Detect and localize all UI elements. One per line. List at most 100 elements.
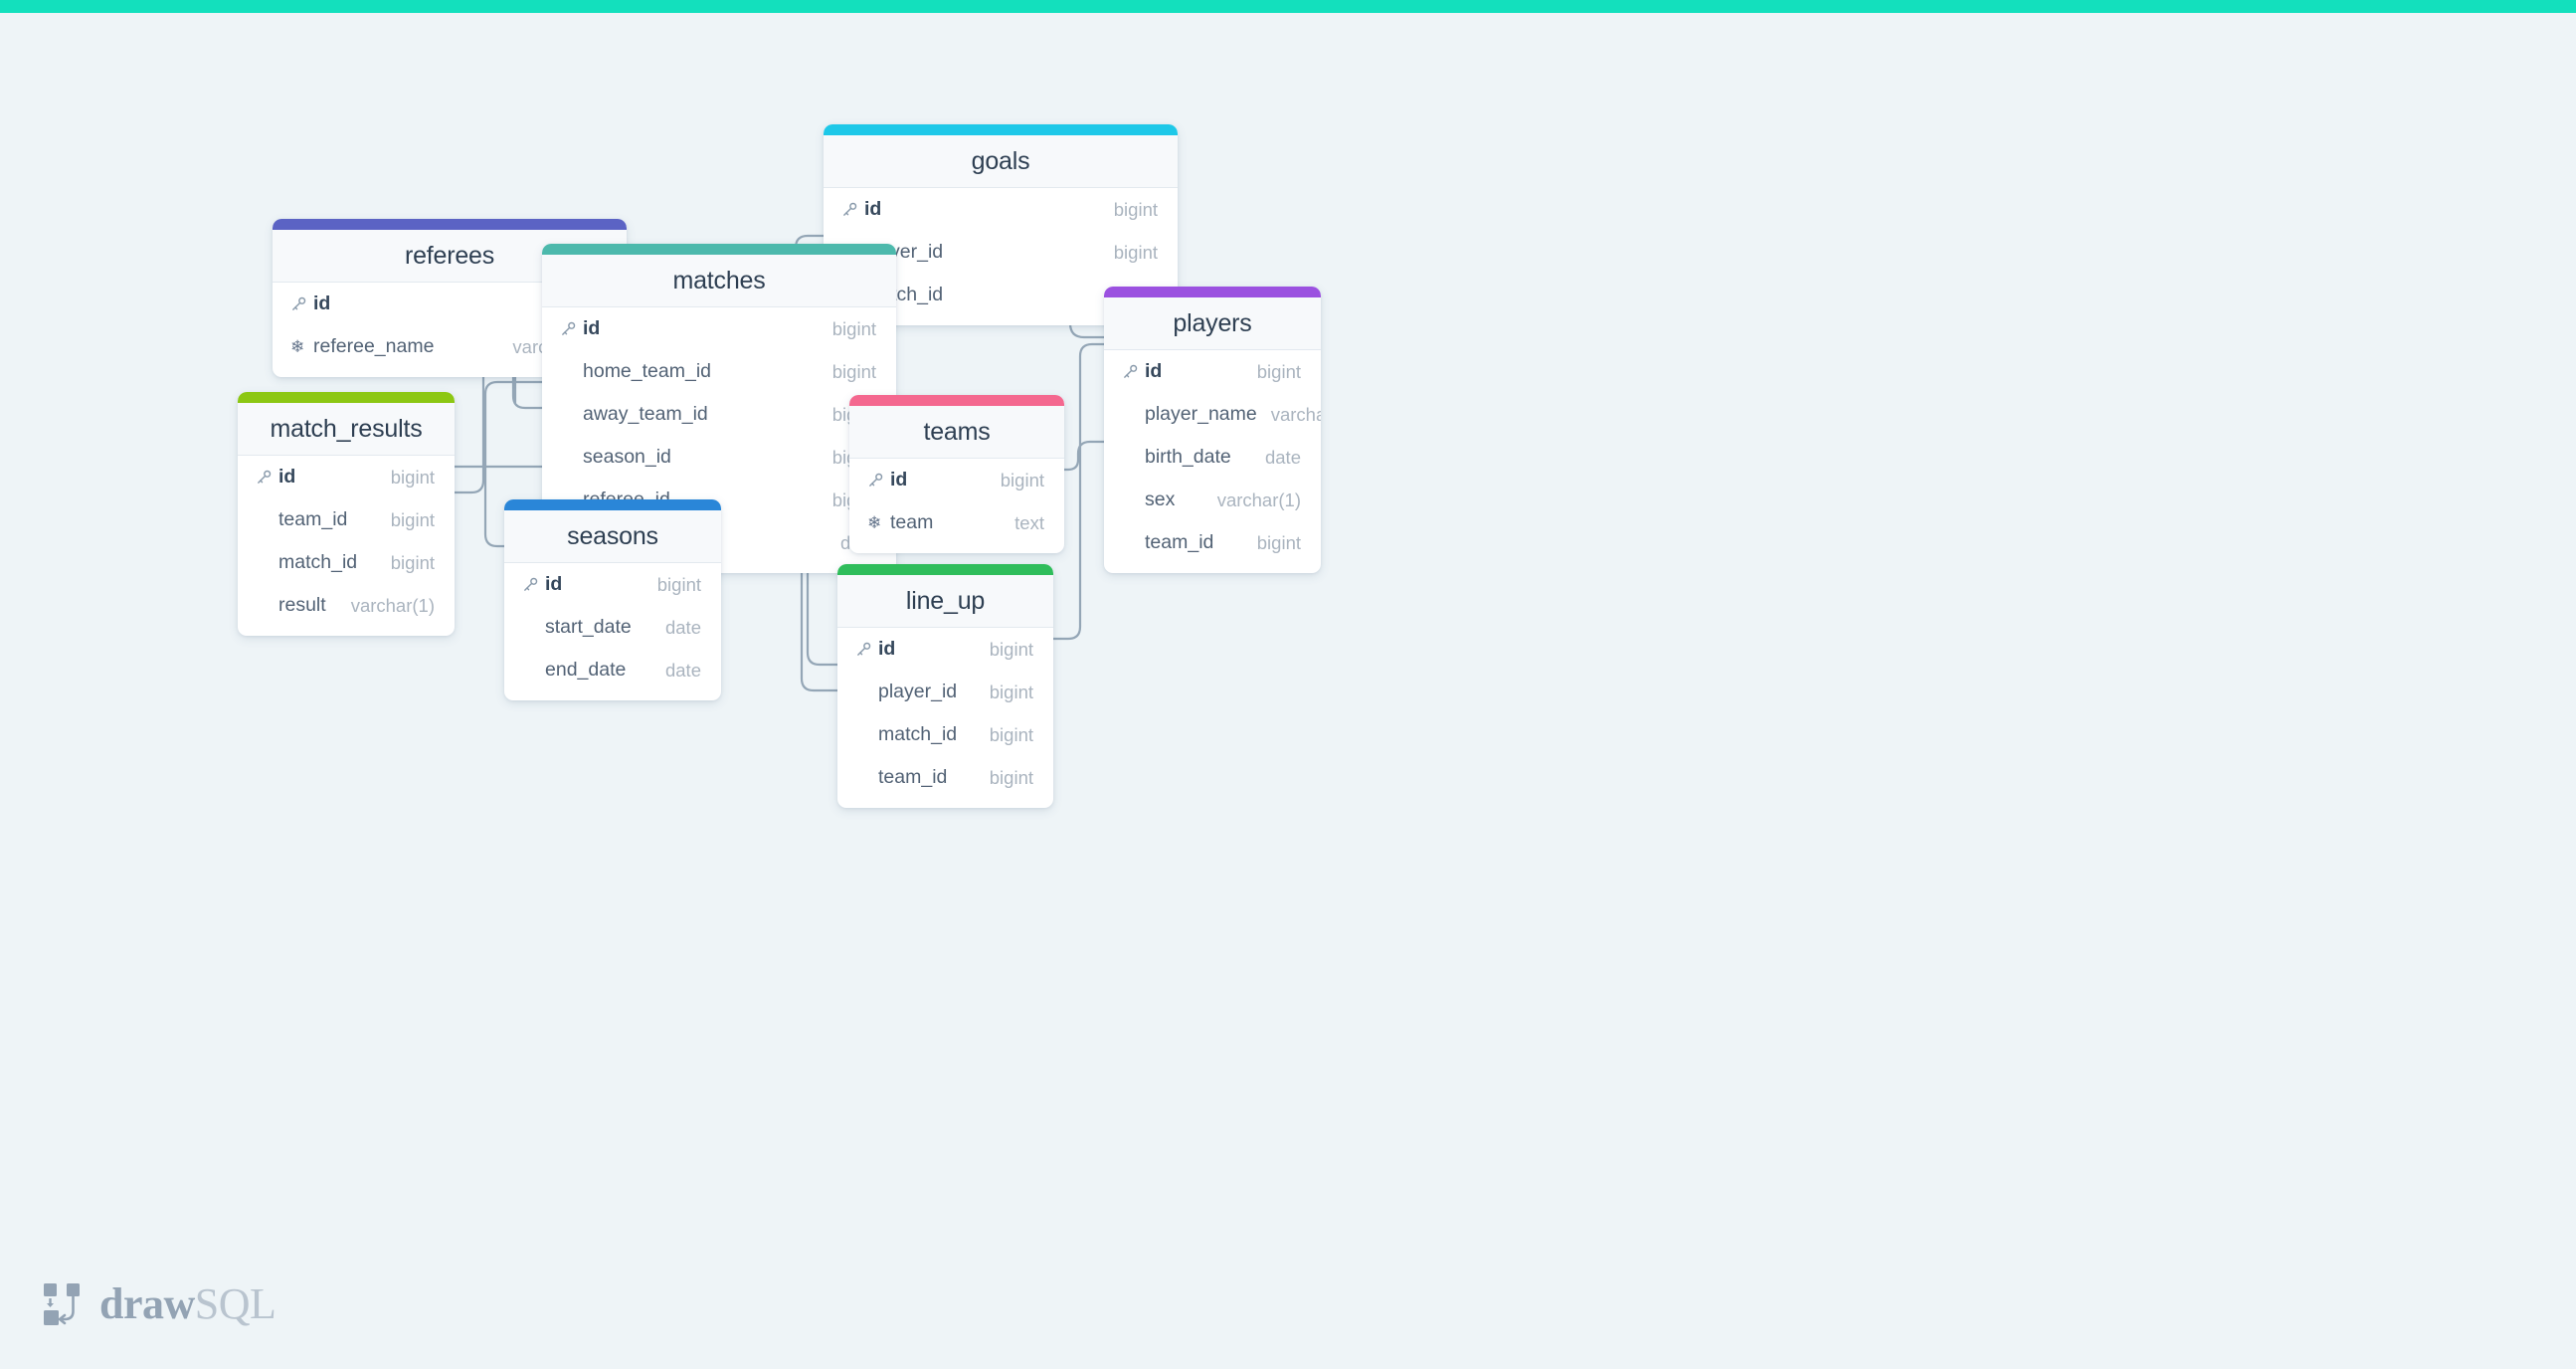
column-type: bigint: [989, 766, 1033, 788]
column-name: sex: [1145, 489, 1176, 510]
column-row[interactable]: match_id bigint: [837, 713, 1053, 756]
column-row[interactable]: player_name varchar(30): [1104, 393, 1321, 436]
column-row[interactable]: team_id bigint: [238, 498, 455, 541]
logo-wordmark: drawSQL: [99, 1282, 276, 1326]
column-type: bigint: [1256, 360, 1301, 382]
column-type: text: [1014, 511, 1044, 533]
table-card-line-up[interactable]: line_up id bigint player_id bigint match…: [837, 564, 1053, 808]
column-row[interactable]: result varchar(1): [238, 584, 455, 627]
column-type: bigint: [1113, 198, 1158, 220]
column-name: team_id: [1145, 531, 1214, 553]
erd-canvas[interactable]: goals id bigint player_id bigint match_i…: [0, 13, 2576, 1369]
column-name: season_id: [583, 446, 671, 468]
table-title-area: seasons: [504, 510, 721, 563]
column-name: player_id: [878, 681, 958, 702]
column-row[interactable]: match_id bigint: [238, 541, 455, 584]
table-title: match_results: [270, 414, 423, 443]
column-name: id: [313, 293, 331, 314]
column-type: varchar(30): [1270, 403, 1321, 425]
table-title: seasons: [567, 521, 658, 550]
column-row[interactable]: team_id bigint: [1104, 521, 1321, 564]
column-name: birth_date: [1145, 446, 1231, 468]
column-row[interactable]: id bigint: [837, 628, 1053, 671]
key-icon: [290, 295, 313, 312]
column-name: player_name: [1145, 403, 1257, 425]
column-row[interactable]: player_id bigint: [837, 671, 1053, 713]
column-name: referee_name: [313, 335, 435, 357]
column-row[interactable]: id bigint: [849, 459, 1064, 501]
table-band: [837, 564, 1053, 575]
column-name: player_id: [864, 241, 944, 263]
column-name: result: [278, 594, 326, 616]
column-type: bigint: [1000, 469, 1044, 490]
table-card-players[interactable]: players id bigint player_name varchar(30…: [1104, 287, 1321, 573]
column-name: team: [890, 511, 934, 533]
column-row[interactable]: season_id bigint: [542, 436, 896, 479]
table-title: line_up: [905, 586, 986, 615]
column-row[interactable]: home_team_id bigint: [542, 350, 896, 393]
table-title-area: line_up: [837, 575, 1053, 628]
top-accent-bar: [0, 0, 2576, 13]
column-name: match_id: [278, 551, 358, 573]
table-band: [238, 392, 455, 403]
table-title: referees: [404, 241, 495, 270]
column-row[interactable]: sex varchar(1): [1104, 479, 1321, 521]
column-type: varchar(1): [350, 594, 435, 616]
table-title-area: matches: [542, 255, 896, 307]
column-type: date: [664, 659, 701, 681]
table-card-seasons[interactable]: seasons id bigint start_date date end_da…: [504, 499, 721, 700]
column-name: id: [278, 466, 296, 488]
column-name: start_date: [545, 616, 632, 638]
relationship-edges: [452, 208, 1106, 692]
column-name: id: [583, 317, 601, 339]
table-band: [1104, 287, 1321, 297]
table-band: [849, 395, 1064, 406]
card-padding: [837, 799, 1053, 808]
column-type: bigint: [989, 723, 1033, 745]
column-name: id: [1145, 360, 1163, 382]
table-band: [542, 244, 896, 255]
table-title-area: goals: [824, 135, 1178, 188]
column-row[interactable]: ❄ team text: [849, 501, 1064, 544]
column-type: date: [1264, 446, 1301, 468]
column-name: home_team_id: [583, 360, 711, 382]
column-row[interactable]: id bigint: [504, 563, 721, 606]
table-card-teams[interactable]: teams id bigint ❄ team text: [849, 395, 1064, 553]
column-row[interactable]: id bigint: [1104, 350, 1321, 393]
drawsql-logo[interactable]: drawSQL: [40, 1281, 276, 1327]
column-row[interactable]: birth_date date: [1104, 436, 1321, 479]
key-icon: [522, 576, 545, 593]
table-title: teams: [923, 417, 991, 446]
column-type: bigint: [989, 681, 1033, 702]
column-name: match_id: [864, 284, 944, 305]
table-title: matches: [672, 266, 766, 294]
snowflake-icon: ❄: [867, 513, 882, 532]
edge-players-team_id-teams-id: [1062, 440, 1106, 472]
column-type: varchar(1): [1216, 489, 1301, 510]
card-padding: [504, 691, 721, 700]
column-type: bigint: [390, 466, 435, 488]
column-row[interactable]: end_date date: [504, 649, 721, 691]
key-icon: [841, 201, 864, 218]
column-name: id: [545, 573, 563, 595]
card-padding: [849, 544, 1064, 553]
column-row[interactable]: id bigint: [824, 188, 1178, 231]
column-name: match_id: [878, 723, 958, 745]
column-row[interactable]: id bigint: [238, 456, 455, 498]
column-type: date: [664, 616, 701, 638]
column-row[interactable]: start_date date: [504, 606, 721, 649]
table-card-match-results[interactable]: match_results id bigint team_id bigint m…: [238, 392, 455, 636]
column-row[interactable]: team_id bigint: [837, 756, 1053, 799]
column-name: team_id: [278, 508, 348, 530]
column-type: bigint: [831, 317, 876, 339]
table-title-area: match_results: [238, 403, 455, 456]
key-icon: [256, 469, 278, 486]
column-type: bigint: [831, 360, 876, 382]
column-row[interactable]: id bigint: [542, 307, 896, 350]
column-name: away_team_id: [583, 403, 708, 425]
table-band: [504, 499, 721, 510]
column-row[interactable]: away_team_id bigint: [542, 393, 896, 436]
table-title-area: players: [1104, 297, 1321, 350]
table-title: goals: [971, 146, 1030, 175]
table-title-area: teams: [849, 406, 1064, 459]
